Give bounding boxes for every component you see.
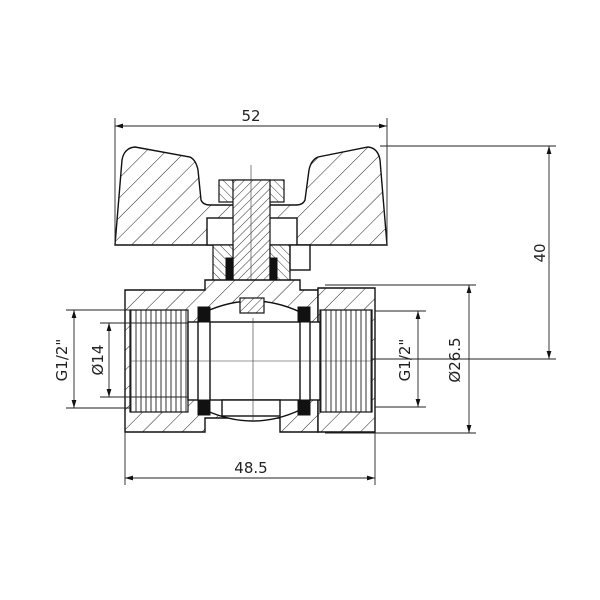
dimension-thread-right: G1/2" <box>375 310 426 408</box>
dimension-height-40: 40 <box>372 145 556 360</box>
dimension-label-width: 52 <box>241 107 260 125</box>
valve-body <box>124 279 376 433</box>
dimension-bore-14: Ø14 <box>89 322 188 398</box>
dimension-label-outer: Ø26.5 <box>446 337 464 382</box>
dimension-label-thread-left: G1/2" <box>53 339 71 382</box>
dimension-length-48-5: 48.5 <box>124 432 376 485</box>
dimension-label-bore: Ø14 <box>89 345 107 376</box>
dimension-outer-26-5: Ø26.5 <box>325 284 476 434</box>
dimension-label-height: 40 <box>531 243 549 262</box>
dimension-thread-left: G1/2" <box>53 309 130 409</box>
dimension-label-thread-right: G1/2" <box>396 339 414 382</box>
dimension-width-52: 52 <box>114 107 388 245</box>
dimension-label-length: 48.5 <box>234 459 267 477</box>
